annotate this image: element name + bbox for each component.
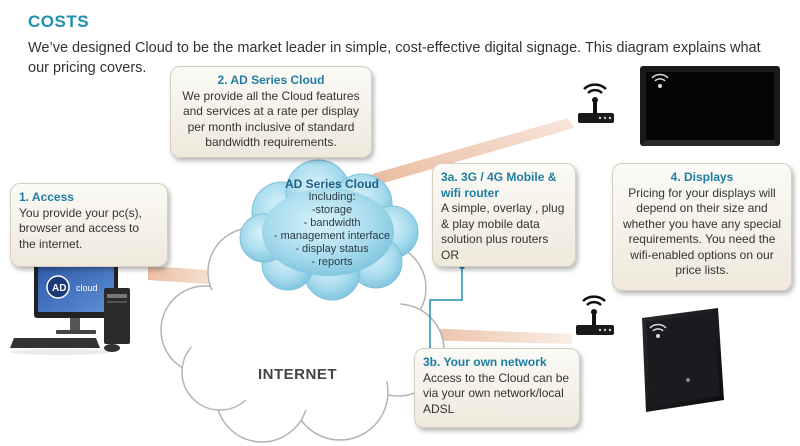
wifi-router-bottom-icon — [576, 295, 614, 335]
wifi-router-top-icon — [578, 83, 614, 123]
cloud-line-0: Including: — [308, 191, 356, 203]
cloud-line-1: -storage — [311, 204, 353, 216]
page-title: COSTS — [28, 12, 90, 31]
internet-label: INTERNET — [258, 366, 337, 383]
cloud-line-2: - bandwidth — [303, 217, 361, 229]
own-network-body: Access to the Cloud can be via your own … — [423, 370, 570, 416]
mobile-router-body: A simple, overlay , plug & play mobile d… — [441, 201, 565, 262]
displays-box: 4. Displays Pricing for your displays wi… — [612, 163, 792, 291]
cloud-service-title: 2. AD Series Cloud — [217, 73, 325, 87]
cloud-line-3: - management interface — [273, 230, 391, 242]
mobile-router-title: 3a. 3G / 4G Mobile & wifi router — [441, 170, 557, 200]
tablet-display-icon — [642, 308, 724, 412]
cloud-line-5: - reports — [311, 256, 353, 268]
access-box: 1. Access You provide your pc(s), browse… — [10, 183, 168, 267]
beam-internet-to-router-bottom — [420, 328, 572, 344]
displays-title: 4. Displays — [670, 170, 734, 184]
desktop-computer-icon: AD cloud — [10, 258, 130, 355]
cloud-service-box: 2. AD Series Cloud We provide all the Cl… — [170, 66, 372, 158]
intro-text: We’ve designed Cloud to be the market le… — [28, 40, 761, 76]
ad-series-cloud-label: AD Series Cloud Including: -storage - ba… — [262, 178, 402, 269]
displays-body: Pricing for your displays will depend on… — [622, 185, 782, 278]
own-network-box: 3b. Your own network Access to the Cloud… — [414, 348, 580, 428]
wall-display-icon — [640, 66, 780, 146]
monitor-logo-text: cloud — [76, 283, 98, 293]
mobile-router-box: 3a. 3G / 4G Mobile & wifi router A simpl… — [432, 163, 576, 267]
beam-cloud-to-router-top — [372, 118, 574, 184]
own-network-title: 3b. Your own network — [423, 355, 547, 369]
svg-text:AD: AD — [52, 283, 66, 294]
access-title: 1. Access — [19, 190, 74, 204]
ad-series-cloud-shape — [239, 159, 419, 301]
cloud-title: AD Series Cloud — [284, 177, 380, 191]
access-body: You provide your pc(s), browser and acce… — [19, 205, 142, 251]
cloud-service-body: We provide all the Cloud features and se… — [182, 88, 360, 150]
cloud-line-4: - display status — [295, 243, 369, 255]
